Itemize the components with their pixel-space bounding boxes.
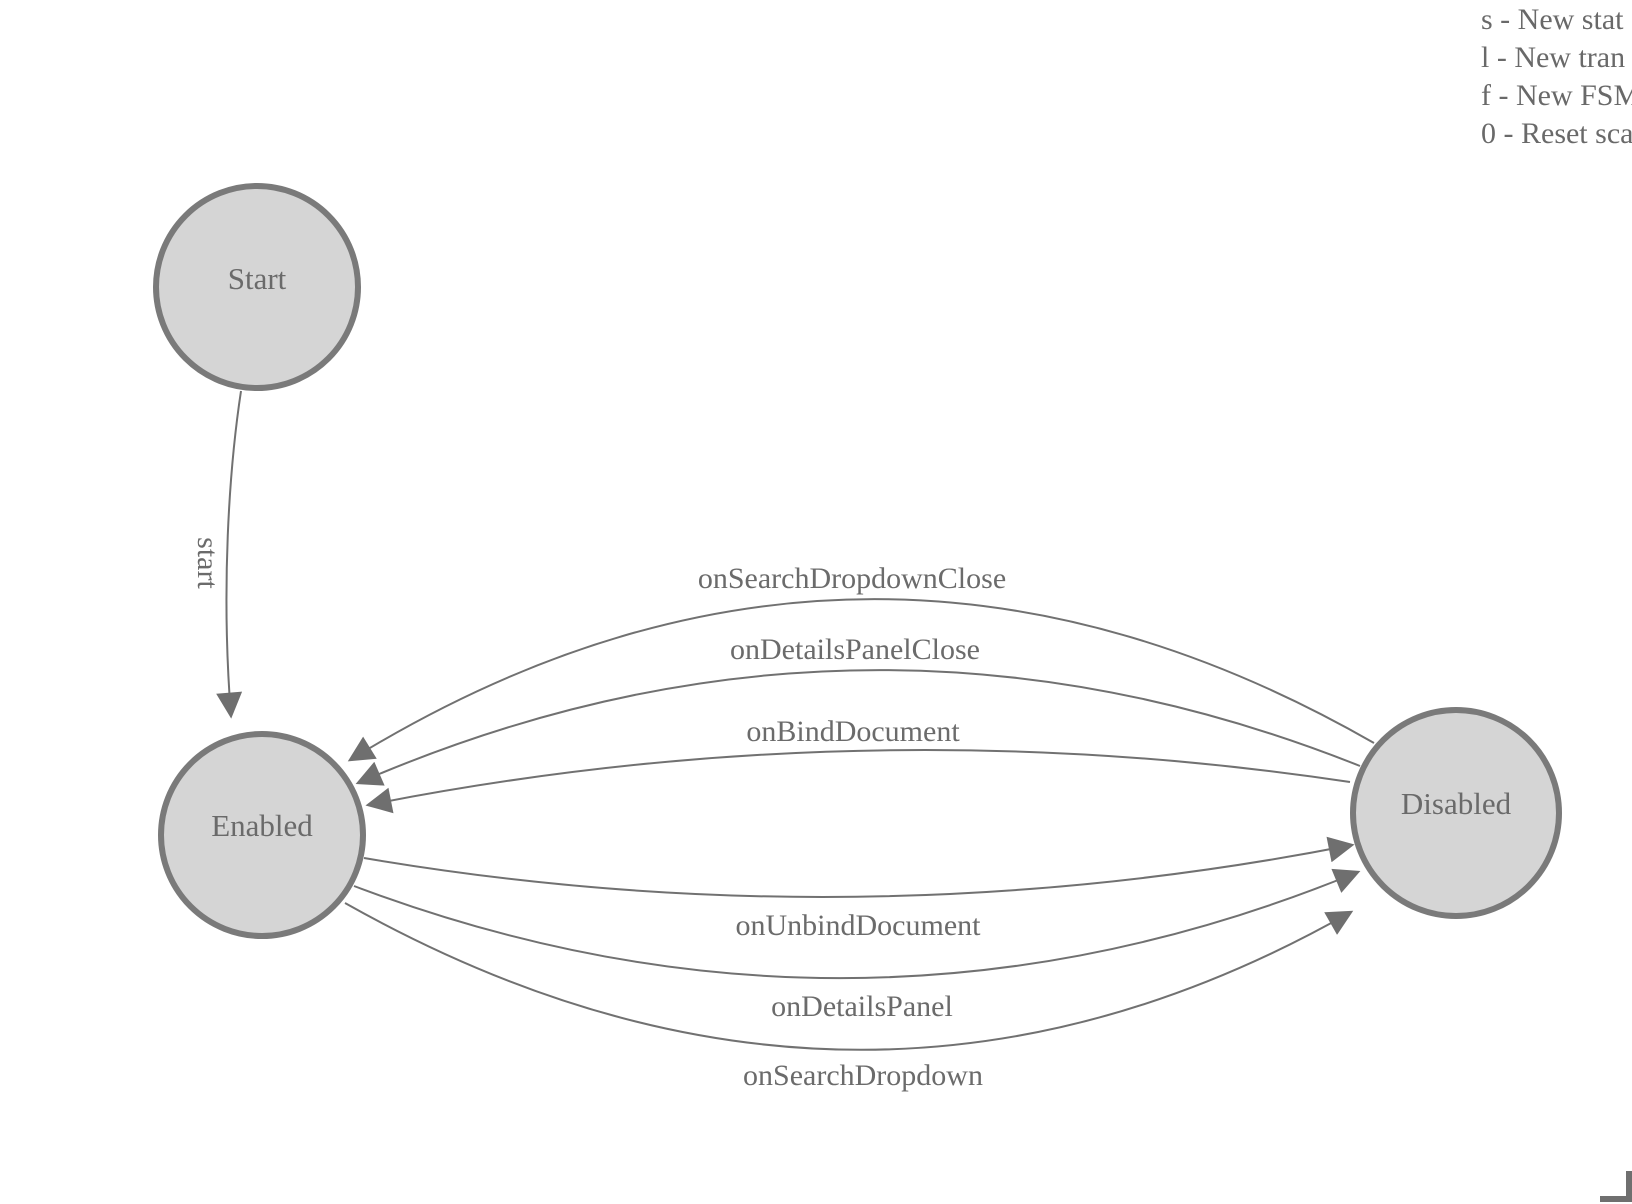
state-circle-disabled[interactable]: [1350, 707, 1562, 919]
state-node-disabled[interactable]: Disabled: [1350, 707, 1562, 919]
edge-on-bind-document[interactable]: [365, 748, 1351, 814]
edge-on-unbind-document[interactable]: [363, 836, 1355, 898]
canvas-corner-indicator: [1600, 1171, 1632, 1202]
hotkey-legend: s - New stat l - New tran f - New FSM 0 …: [1481, 1, 1632, 153]
state-node-start[interactable]: Start: [153, 183, 361, 391]
hotkey-legend-line-new-transition: l - New tran: [1481, 41, 1626, 74]
edge-label-on-details-panel: onDetailsPanel: [771, 990, 953, 1023]
edge-label-on-search-dropdown-close: onSearchDropdownClose: [698, 562, 1006, 595]
edge-on-search-dropdown-close[interactable]: [347, 598, 1375, 762]
edge-on-details-panel-close[interactable]: [355, 669, 1361, 786]
edge-label-on-unbind-document: onUnbindDocument: [736, 909, 982, 942]
edge-label-start: start: [191, 537, 224, 589]
state-label-start: Start: [228, 261, 287, 296]
hotkey-legend-line-new-fsm: f - New FSM: [1481, 79, 1632, 112]
state-node-enabled[interactable]: Enabled: [158, 731, 366, 939]
state-label-disabled: Disabled: [1401, 786, 1512, 821]
edge-start[interactable]: [216, 390, 243, 719]
hotkey-legend-line-new-state: s - New stat: [1481, 3, 1624, 36]
edge-label-on-search-dropdown: onSearchDropdown: [743, 1059, 983, 1092]
state-circle-start[interactable]: [153, 183, 361, 391]
edge-on-search-dropdown[interactable]: [344, 902, 1354, 1051]
hotkey-legend-line-reset-scale: 0 - Reset sca: [1481, 117, 1632, 150]
state-label-enabled: Enabled: [211, 808, 313, 843]
edge-label-on-bind-document: onBindDocument: [746, 715, 960, 748]
state-circle-enabled[interactable]: [158, 731, 366, 939]
edge-on-details-panel[interactable]: [353, 868, 1361, 980]
edge-label-on-details-panel-close: onDetailsPanelClose: [730, 633, 980, 666]
